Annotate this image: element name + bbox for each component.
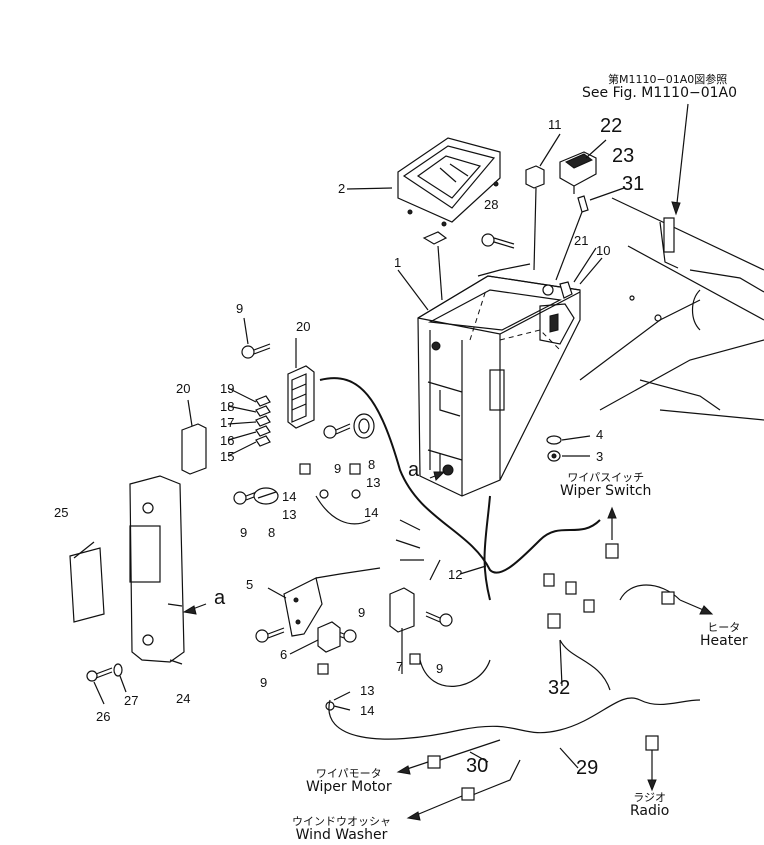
callout-16: 16 bbox=[220, 433, 235, 448]
relay-6 bbox=[317, 621, 341, 653]
bolts-9 bbox=[233, 343, 453, 643]
callout-5: 5 bbox=[246, 577, 254, 592]
fuse-cover-20 bbox=[181, 423, 207, 475]
wiper-switch-en: Wiper Switch bbox=[560, 483, 652, 500]
callout-30: 30 bbox=[466, 755, 489, 777]
callout-13c: 13 bbox=[360, 683, 375, 698]
callout-14b: 14 bbox=[364, 505, 379, 520]
bracket-5 bbox=[283, 567, 381, 637]
callout-2: 2 bbox=[338, 181, 346, 196]
reference-note: 第M1110−01A0図参照 See Fig. M1110−01A0 bbox=[582, 73, 738, 102]
reference-arrow bbox=[671, 103, 689, 216]
direction-arrows bbox=[182, 471, 714, 821]
callout-20b: 20 bbox=[176, 381, 191, 396]
callout-9b: 9 bbox=[334, 461, 342, 476]
blank-plate-25 bbox=[69, 547, 105, 623]
heater-jp: ヒータ bbox=[707, 621, 741, 634]
callout-9a: 9 bbox=[236, 301, 244, 316]
callout-20a: 20 bbox=[296, 319, 311, 334]
bolt-26-27 bbox=[86, 663, 123, 682]
wind-washer-en: Wind Washer bbox=[295, 827, 388, 844]
callout-19: 19 bbox=[220, 381, 235, 396]
callout-27: 27 bbox=[124, 693, 139, 708]
flasher-7 bbox=[389, 587, 415, 633]
wiper-motor-label: ワイパモータ Wiper Motor bbox=[306, 767, 392, 796]
lamps-8 bbox=[253, 413, 375, 505]
console-box bbox=[417, 263, 581, 497]
callout-15: 15 bbox=[220, 449, 235, 464]
callout-18: 18 bbox=[220, 399, 235, 414]
callout-32: 32 bbox=[548, 677, 571, 699]
washers bbox=[546, 435, 562, 462]
callout-4: 4 bbox=[596, 427, 604, 442]
callout-23: 23 bbox=[612, 145, 635, 167]
bolt-28 bbox=[481, 233, 515, 249]
wind-washer-jp: ウインドウオッシャ bbox=[292, 815, 391, 828]
callout-29: 29 bbox=[576, 757, 599, 779]
callout-12: 12 bbox=[448, 567, 463, 582]
radio-label: ラジオ Radio bbox=[630, 791, 670, 820]
wiper-switch-jp: ワイパスイッチ bbox=[567, 471, 645, 484]
callout-28: 28 bbox=[484, 197, 499, 212]
callout-1: 1 bbox=[394, 255, 402, 270]
callout-17: 17 bbox=[220, 415, 235, 430]
callout-14a: 14 bbox=[282, 489, 297, 504]
callout-a-cover: a bbox=[214, 587, 226, 609]
callout-9f: 9 bbox=[260, 675, 268, 690]
connectors-13-14 bbox=[299, 463, 421, 711]
callout-25: 25 bbox=[54, 505, 69, 520]
callout-14c: 14 bbox=[360, 703, 375, 718]
leader-lines bbox=[73, 133, 625, 769]
callout-6: 6 bbox=[280, 647, 288, 662]
callout-11: 11 bbox=[548, 117, 562, 132]
callout-26: 26 bbox=[96, 709, 111, 724]
reference-jp: 第M1110−01A0図参照 bbox=[608, 73, 728, 86]
wiper-motor-jp: ワイパモータ bbox=[315, 767, 382, 780]
callout-22: 22 bbox=[600, 115, 623, 137]
callout-13b: 13 bbox=[282, 507, 297, 522]
wiper-switch-label: ワイパスイッチ Wiper Switch bbox=[560, 471, 652, 500]
monitor-panel bbox=[397, 137, 501, 227]
fuse-box-20 bbox=[287, 365, 315, 429]
wire-harness bbox=[315, 377, 701, 797]
callout-31: 31 bbox=[622, 173, 645, 195]
callout-7: 7 bbox=[396, 659, 404, 674]
callout-10: 10 bbox=[596, 243, 611, 258]
callout-8a: 8 bbox=[368, 457, 376, 472]
radio-en: Radio bbox=[630, 803, 670, 820]
callout-9d: 9 bbox=[358, 605, 366, 620]
callout-3: 3 bbox=[596, 449, 604, 464]
callout-21: 21 bbox=[574, 233, 589, 248]
radio-jp: ラジオ bbox=[633, 791, 667, 804]
callout-24: 24 bbox=[176, 691, 191, 706]
wiper-motor-en: Wiper Motor bbox=[306, 779, 392, 796]
reference-en: See Fig. M1110−01A0 bbox=[582, 85, 738, 102]
callout-9e: 9 bbox=[436, 661, 444, 676]
cab-frame bbox=[579, 197, 764, 421]
console-switches bbox=[422, 151, 597, 301]
external-connectors bbox=[427, 543, 675, 801]
fuse-set bbox=[255, 395, 271, 447]
heater-en: Heater bbox=[700, 633, 748, 650]
wind-washer-label: ウインドウオッシャ Wind Washer bbox=[292, 815, 391, 844]
callout-9c: 9 bbox=[240, 525, 248, 540]
callout-13a: 13 bbox=[366, 475, 381, 490]
callout-8b: 8 bbox=[268, 525, 276, 540]
side-cover-24 bbox=[129, 475, 185, 663]
callout-a-console: a bbox=[408, 459, 420, 481]
heater-label: ヒータ Heater bbox=[700, 621, 748, 650]
